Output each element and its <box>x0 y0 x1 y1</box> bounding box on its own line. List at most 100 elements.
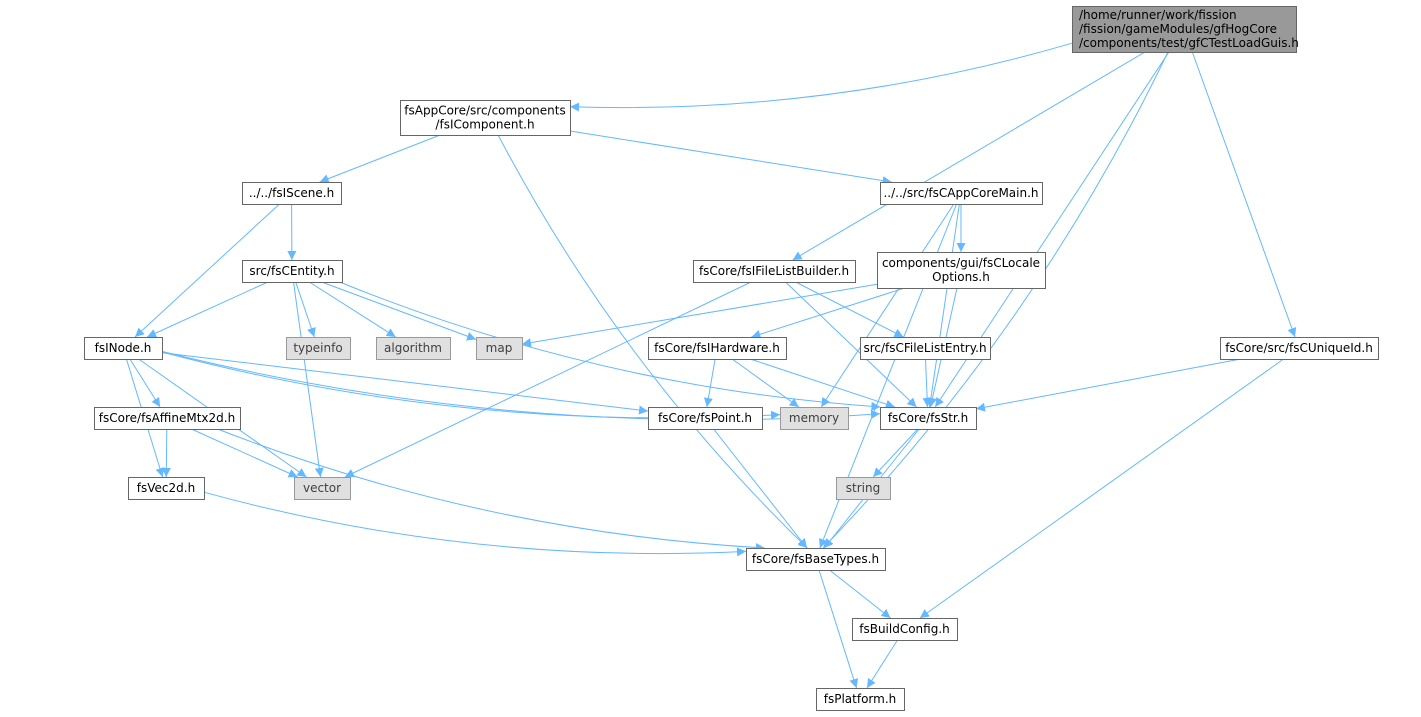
node-box-algorithm <box>376 337 451 360</box>
node-box-icomponent <box>400 100 571 136</box>
node-appcoremain: ../../src/fsCAppCoreMain.h <box>880 182 1043 205</box>
edge-basetypes-to-buildconfig <box>829 569 891 619</box>
node-filelistentry: src/fsCFileListEntry.h <box>860 337 991 360</box>
node-memory: memory <box>780 407 849 430</box>
node-label-appcoremain: ../../src/fsCAppCoreMain.h <box>883 186 1038 200</box>
node-string: string <box>836 477 891 500</box>
node-uniqueid: fsCore/src/fsCUniqueId.h <box>1220 337 1379 360</box>
edge-str-to-string <box>872 428 919 478</box>
edge-appcoremain-to-str <box>926 203 960 408</box>
edge-centity-to-inode <box>146 281 269 338</box>
node-basetypes: fsCore/fsBaseTypes.h <box>746 548 886 571</box>
node-affinemtx: fsCore/fsAffineMtx2d.h <box>94 407 241 430</box>
node-box-appcoremain <box>880 182 1043 205</box>
node-label-uniqueid: fsCore/src/fsCUniqueId.h <box>1225 341 1373 355</box>
node-ihardware: fsCore/fsIHardware.h <box>648 337 787 360</box>
node-centity: src/fsCEntity.h <box>242 260 343 283</box>
node-label-inode: fsINode.h <box>95 341 152 355</box>
node-box-map <box>476 337 523 360</box>
edge-ihardware-to-point <box>703 358 716 408</box>
node-typeinfo: typeinfo <box>286 337 351 360</box>
node-str: fsCore/fsStr.h <box>880 407 977 430</box>
node-label-memory: memory <box>789 411 839 425</box>
node-box-uniqueid <box>1220 337 1379 360</box>
node-box-string <box>836 477 891 500</box>
node-box-basetypes <box>746 548 886 571</box>
node-label-filelistentry: src/fsCFileListEntry.h <box>863 341 986 355</box>
node-label-root: /components/test/gfCTestLoadGuis.h <box>1079 36 1299 50</box>
node-box-localeoptions <box>877 252 1046 289</box>
edge-vec2d-to-basetypes <box>203 491 747 557</box>
node-box-vector <box>294 477 351 500</box>
node-point: fsCore/fsPoint.h <box>648 407 763 430</box>
node-label-point: fsCore/fsPoint.h <box>658 411 752 425</box>
edge-point-to-basetypes <box>713 428 808 549</box>
edge-ihardware-to-memory <box>731 358 800 408</box>
node-box-str <box>880 407 977 430</box>
node-platform: fsPlatform.h <box>816 688 905 711</box>
node-vec2d: fsVec2d.h <box>128 477 205 500</box>
node-algorithm: algorithm <box>376 337 451 360</box>
edge-root-to-filelistbuilder <box>792 51 1146 261</box>
node-label-basetypes: fsCore/fsBaseTypes.h <box>752 552 879 566</box>
edge-inode-to-point <box>161 352 649 415</box>
nodes-layer: /home/runner/work/fission/fission/gameMo… <box>84 6 1379 711</box>
node-box-root <box>1072 6 1297 53</box>
edge-centity-to-algorithm <box>309 281 396 338</box>
edge-icomponent-to-appcoremain <box>569 130 892 186</box>
edge-localeoptions-to-map <box>521 283 878 348</box>
edge-affinemtx-to-basetypes <box>217 428 765 552</box>
node-buildconfig: fsBuildConfig.h <box>852 618 958 641</box>
node-iscene: ../../fsIScene.h <box>242 182 342 205</box>
edges-layer <box>125 42 1297 689</box>
edge-uniqueid-to-buildconfig <box>919 358 1284 619</box>
edge-root-to-basetypes <box>822 51 1169 549</box>
node-label-filelistbuilder: fsCore/fsIFileListBuilder.h <box>699 264 849 278</box>
edge-centity-to-vector <box>293 281 324 478</box>
node-box-buildconfig <box>852 618 958 641</box>
node-label-localeoptions: Options.h <box>932 270 990 284</box>
node-root: /home/runner/work/fission/fission/gameMo… <box>1072 6 1299 53</box>
edge-uniqueid-to-str <box>975 358 1241 412</box>
edge-basetypes-to-platform <box>818 569 859 689</box>
edge-root-to-uniqueid <box>1191 51 1297 338</box>
edge-root-to-icomponent <box>569 42 1073 112</box>
edge-icomponent-to-basetypes <box>497 134 808 549</box>
node-box-point <box>648 407 763 430</box>
edge-icomponent-to-iscene <box>319 134 441 183</box>
node-box-platform <box>816 688 905 711</box>
edge-filelistbuilder-to-filelistentry <box>795 281 904 338</box>
node-label-root: /fission/gameModules/gfHogCore <box>1079 22 1277 36</box>
edge-appcoremain-to-basetypes <box>819 203 958 549</box>
edge-affinemtx-to-vec2d <box>161 428 171 478</box>
node-inode: fsINode.h <box>84 337 163 360</box>
edge-centity-to-map <box>321 281 477 341</box>
node-map: map <box>476 337 523 360</box>
node-label-icomponent: fsAppCore/src/components <box>404 104 565 118</box>
edge-localeoptions-to-ihardware <box>751 287 905 339</box>
node-label-vector: vector <box>303 481 341 495</box>
node-label-affinemtx: fsCore/fsAffineMtx2d.h <box>99 411 235 425</box>
node-label-centity: src/fsCEntity.h <box>249 264 334 278</box>
node-vector: vector <box>294 477 351 500</box>
edge-filelistentry-to-str <box>922 358 932 408</box>
node-label-vec2d: fsVec2d.h <box>137 481 195 495</box>
edge-appcoremain-to-memory <box>820 203 955 408</box>
node-label-typeinfo: typeinfo <box>293 341 342 355</box>
node-label-platform: fsPlatform.h <box>824 692 897 706</box>
node-icomponent: fsAppCore/src/components/fsIComponent.h <box>400 100 571 136</box>
node-filelistbuilder: fsCore/fsIFileListBuilder.h <box>693 260 856 283</box>
node-label-root: /home/runner/work/fission <box>1079 8 1237 22</box>
node-label-algorithm: algorithm <box>384 341 442 355</box>
node-box-vec2d <box>128 477 205 500</box>
edge-ihardware-to-str <box>750 358 895 409</box>
node-label-iscene: ../../fsIScene.h <box>249 186 334 200</box>
node-label-string: string <box>846 481 880 495</box>
node-label-buildconfig: fsBuildConfig.h <box>859 622 950 636</box>
node-label-ihardware: fsCore/fsIHardware.h <box>654 341 780 355</box>
edge-centity-to-typeinfo <box>295 281 316 338</box>
edge-affinemtx-to-vector <box>191 428 298 478</box>
edge-inode-to-str <box>161 350 881 421</box>
